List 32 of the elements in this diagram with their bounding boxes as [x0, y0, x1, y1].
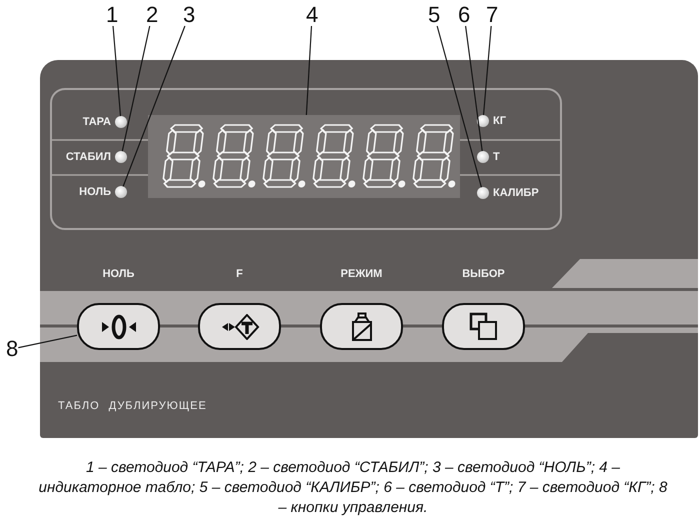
- led-label: Т: [493, 151, 500, 163]
- leader-line: [306, 26, 312, 116]
- led-label: КАЛИБР: [493, 187, 539, 199]
- key-button: [442, 303, 525, 350]
- key-button: [198, 303, 281, 350]
- leader-line: [112, 26, 122, 116]
- led-label: НОЛЬ: [79, 186, 111, 198]
- leader-line: [482, 26, 492, 116]
- callout-number: 2: [146, 4, 158, 26]
- button-label: РЕЖИМ: [340, 268, 382, 280]
- button-label: НОЛЬ: [102, 268, 134, 280]
- key-button: [77, 303, 160, 350]
- led-label: ТАРА: [82, 116, 111, 128]
- callout-number: 7: [486, 4, 498, 26]
- callout-number: 4: [306, 4, 318, 26]
- callout-number: 6: [458, 4, 470, 26]
- panel-label: ТАБЛО ДУБЛИРУЮЩЕЕ: [58, 400, 207, 412]
- button-label: F: [236, 268, 243, 280]
- leader-line: [122, 26, 150, 152]
- leader-line: [18, 334, 78, 348]
- callout-number: 1: [106, 4, 118, 26]
- led-label: КГ: [493, 115, 506, 127]
- key-button: [320, 303, 403, 350]
- callout-number: 8: [6, 338, 18, 360]
- button-label: ВЫБОР: [462, 268, 505, 280]
- leader-line: [465, 26, 483, 152]
- callout-number: 5: [428, 4, 440, 26]
- leader-line: [122, 26, 186, 187]
- leader-line: [436, 26, 482, 188]
- caption: 1 – светодиод “ТАРА”; 2 – светодиод “СТАБИЛ”; 3 – светодиод “НОЛЬ”; 4 – индикаторное табло; 5 – светодиод “КАЛИБР”; 6 – светодиод “Т”; 7 – светодиод “КГ”; 8 – кнопки управления.: [38, 458, 668, 518]
- led-label: СТАБИЛ: [66, 151, 111, 163]
- callout-number: 3: [183, 4, 196, 26]
